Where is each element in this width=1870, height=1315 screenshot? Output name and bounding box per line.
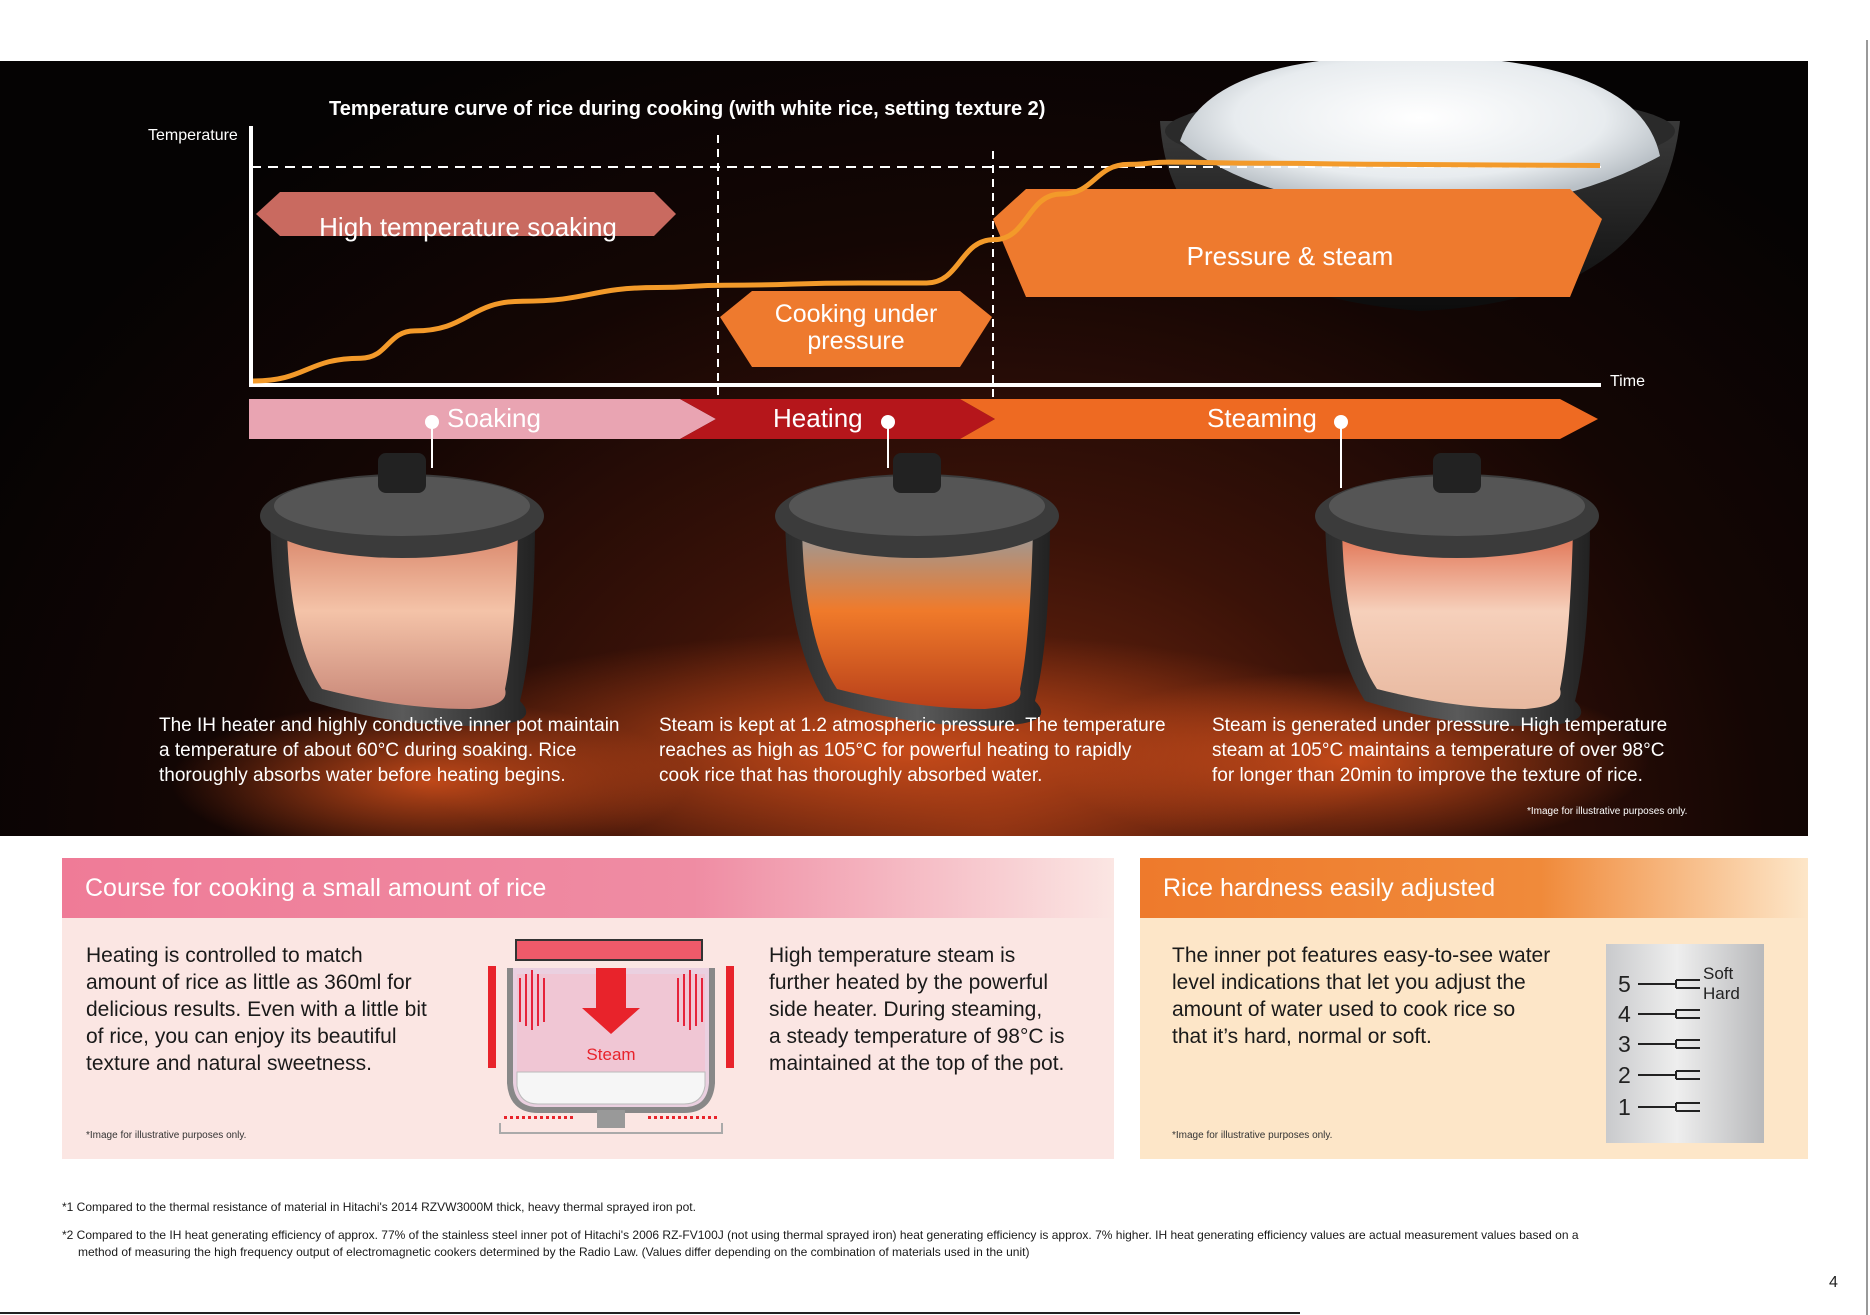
rice-cooker-heating-image: [775, 453, 1059, 726]
scale-level-5: 5: [1618, 971, 1631, 997]
soaking-range-label: High temperature soaking: [319, 212, 617, 242]
cooking-process-panel: Temperature curve of rice during cooking…: [0, 61, 1808, 836]
water-level-scale-image: 5 4 3 2 1 Soft Hard: [1606, 944, 1764, 1143]
scale-level-4: 4: [1618, 1001, 1631, 1027]
small-course-note: *Image for illustrative purposes only.: [86, 1130, 247, 1141]
steam-label: Steam: [586, 1045, 635, 1064]
hero-illustration-note: *Image for illustrative purposes only.: [1527, 806, 1688, 817]
small-course-right-text: High temperature steam is further heated…: [769, 944, 1065, 1075]
temperature-curve-chart: [170, 61, 1680, 836]
hardness-heading-bar: Rice hardness easily adjusted: [1140, 858, 1808, 918]
bottom-rule: [0, 1312, 1300, 1314]
rice-cooker-steaming-image: [1315, 453, 1599, 726]
temperature-curve-line: [252, 159, 1601, 384]
phase-bar-steaming: [960, 399, 1598, 439]
phase-bar-heating: [680, 399, 995, 439]
steam-range-label: Pressure & steam: [1186, 241, 1394, 271]
steaming-description: Steam is generated under pressure. High …: [1212, 715, 1668, 786]
soaking-description: The IH heater and highly conductive inne…: [159, 715, 620, 786]
phase-soaking-label: Soaking: [447, 403, 541, 433]
rice-cooker-soaking-image: [260, 453, 544, 726]
chart-title: Temperature curve of rice during cooking…: [329, 98, 1046, 120]
small-course-heading: Course for cooking a small amount of ric…: [85, 874, 547, 902]
small-course-left-text: Heating is controlled to match amount of…: [86, 944, 427, 1075]
phase-steaming-label: Steaming: [1207, 403, 1317, 433]
small-course-heading-bar: Course for cooking a small amount of ric…: [62, 858, 1114, 918]
hard-label: Hard: [1703, 984, 1740, 1003]
hardness-box: Rice hardness easily adjusted The inner …: [1140, 858, 1808, 1159]
y-axis-label: Temperature: [148, 127, 238, 144]
scale-level-3: 3: [1618, 1031, 1631, 1057]
hardness-text: The inner pot features easy-to-see water…: [1172, 944, 1551, 1048]
phase-bar-soaking: [249, 399, 716, 439]
right-edge-rule: [1866, 40, 1868, 1315]
footnote-1: *1 Compared to the thermal resistance of…: [62, 1200, 696, 1214]
heating-description: Steam is kept at 1.2 atmospheric pressur…: [659, 715, 1166, 786]
page-number: 4: [1829, 1274, 1838, 1291]
small-course-box: Course for cooking a small amount of ric…: [62, 858, 1114, 1159]
soft-label: Soft: [1703, 964, 1734, 983]
hardness-note: *Image for illustrative purposes only.: [1172, 1130, 1333, 1141]
footnote-2: *2 Compared to the IH heat generating ef…: [62, 1228, 1579, 1259]
scale-level-2: 2: [1618, 1062, 1631, 1088]
hardness-heading: Rice hardness easily adjusted: [1163, 874, 1496, 902]
steam-pot-diagram: Steam: [480, 938, 742, 1143]
scale-level-1: 1: [1618, 1094, 1631, 1120]
pressure-range-label: Cooking under pressure: [774, 300, 938, 355]
x-axis-label: Time: [1610, 373, 1645, 390]
phase-heating-label: Heating: [773, 403, 863, 433]
